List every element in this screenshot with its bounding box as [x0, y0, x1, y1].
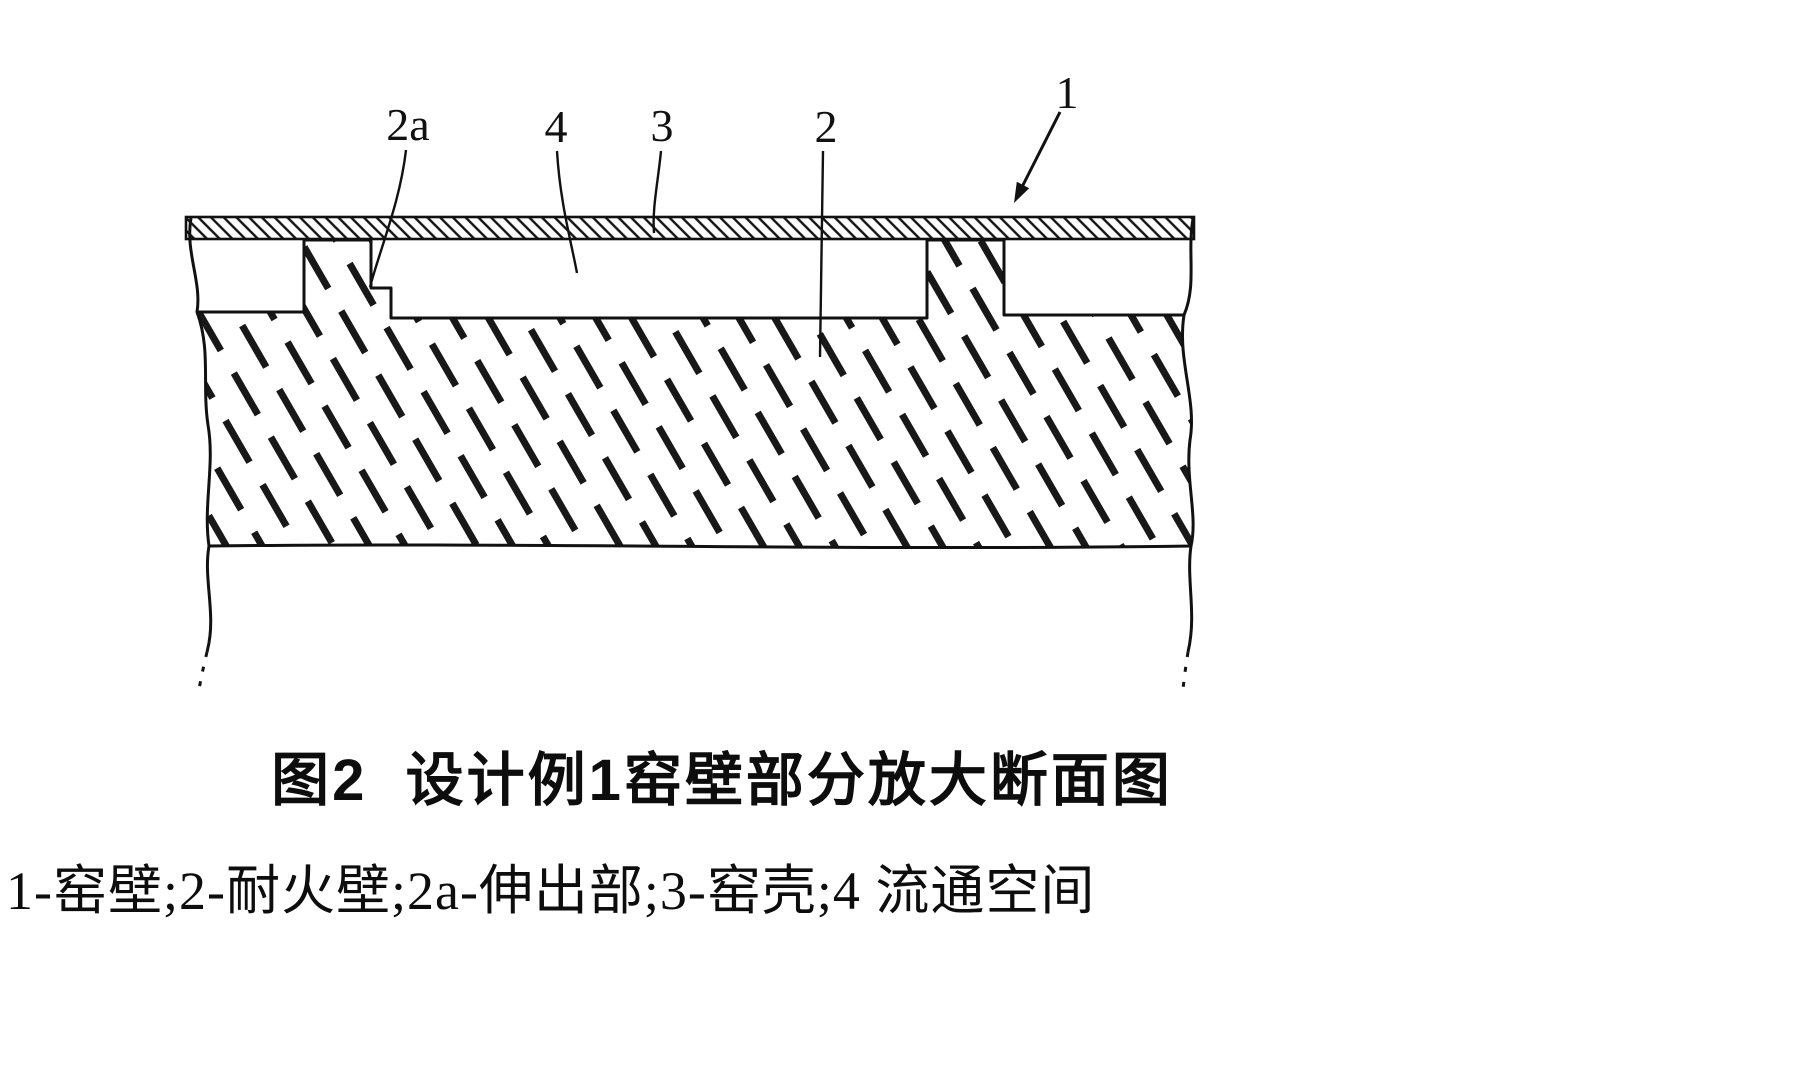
left-break-line-lower: [205, 545, 213, 653]
figure-caption: 图2 设计例1窑壁部分放大断面图: [271, 748, 1173, 813]
leader-arrow-line-1: [1019, 111, 1062, 190]
leader-line-3: [652, 150, 663, 234]
leader-line-2a: [368, 149, 408, 288]
label-2a: 2a: [386, 99, 429, 150]
refractory-wall-body: [195, 238, 1195, 550]
label-2: 2: [815, 101, 838, 152]
label-4: 4: [545, 101, 568, 152]
leader-line-2: [818, 150, 825, 358]
figure-legend: 1-窑壁;2-耐火壁;2a-伸出部;3-窑壳;4 流通空间: [6, 861, 1096, 921]
right-break-line-lower: [1186, 545, 1194, 653]
left-break-line-tail: [197, 651, 209, 691]
arrowhead-1-icon: [1014, 181, 1030, 203]
label-1: 1: [1056, 67, 1079, 118]
kiln-shell-strip: [184, 215, 1196, 241]
leader-line-4: [555, 150, 579, 274]
label-3: 3: [651, 100, 674, 151]
right-break-line-upper: [1182, 218, 1195, 316]
left-break-line-upper: [188, 217, 200, 313]
right-break-line-tail: [1181, 651, 1190, 691]
